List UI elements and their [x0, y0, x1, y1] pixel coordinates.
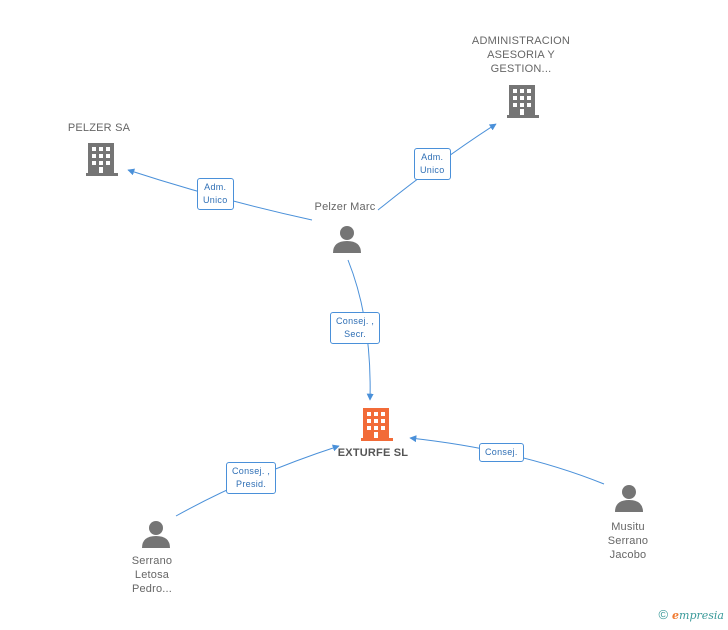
- empresia-logo[interactable]: empresia: [672, 609, 724, 622]
- edge-label-adm-unico[interactable]: Adm. Unico: [197, 178, 234, 210]
- copyright-footer: ©empresia: [658, 607, 724, 622]
- edge-label-consej[interactable]: Consej.: [479, 443, 524, 462]
- node-label-pelzer-marc[interactable]: Pelzer Marc: [314, 201, 376, 213]
- edge-label-adm-unico[interactable]: Adm. Unico: [414, 148, 451, 180]
- edge-label-consej-secr[interactable]: Consej. , Secr.: [330, 312, 381, 344]
- edge-label-consej-presid[interactable]: Consej. , Presid.: [226, 462, 277, 494]
- person-icon[interactable]: [615, 485, 643, 512]
- node-label-serrano[interactable]: Serrano Letosa Pedro...: [131, 555, 173, 595]
- person-icon[interactable]: [142, 521, 170, 548]
- building-icon[interactable]: [86, 143, 118, 176]
- copyright-icon: ©: [658, 607, 669, 622]
- building-icon[interactable]: [507, 85, 539, 118]
- node-label-admin[interactable]: ADMINISTRACION ASESORIA Y GESTION...: [471, 35, 571, 75]
- node-label-exturfe[interactable]: EXTURFE SL: [337, 447, 409, 459]
- node-label-musitu[interactable]: Musitu Serrano Jacobo: [607, 521, 649, 561]
- node-label-pelzer-sa[interactable]: PELZER SA: [67, 122, 131, 134]
- building-icon[interactable]: [361, 408, 393, 441]
- person-icon[interactable]: [333, 226, 361, 253]
